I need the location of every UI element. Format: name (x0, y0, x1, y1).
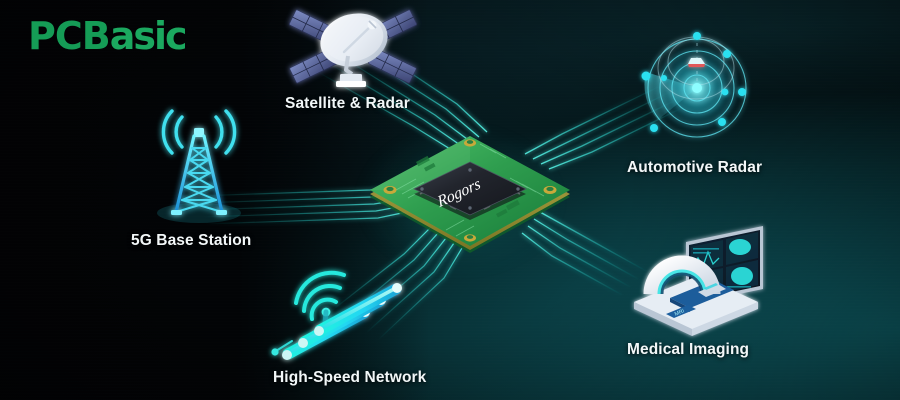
label-automotive-radar: Automotive Radar (627, 159, 763, 176)
radar-scope-icon (630, 12, 765, 144)
mri-scanner-icon: MRI (626, 214, 770, 336)
logo-text-bold: PCB (28, 14, 111, 58)
label-5g-base-station: 5G Base Station (131, 232, 252, 249)
satellite-icon (278, 4, 428, 96)
logo-text-light: asic (109, 14, 188, 58)
cell-tower-icon (140, 100, 258, 225)
label-medical-imaging: Medical Imaging (627, 341, 750, 358)
label-satellite-radar: Satellite & Radar (285, 95, 410, 112)
pcb-board-with-chip: Rogors (360, 118, 580, 268)
fiber-optic-icon (270, 255, 430, 367)
svg-text:MRI: MRI (674, 308, 686, 318)
brand-logo: PCBasic (28, 14, 188, 58)
label-high-speed-network: High-Speed Network (273, 369, 427, 386)
